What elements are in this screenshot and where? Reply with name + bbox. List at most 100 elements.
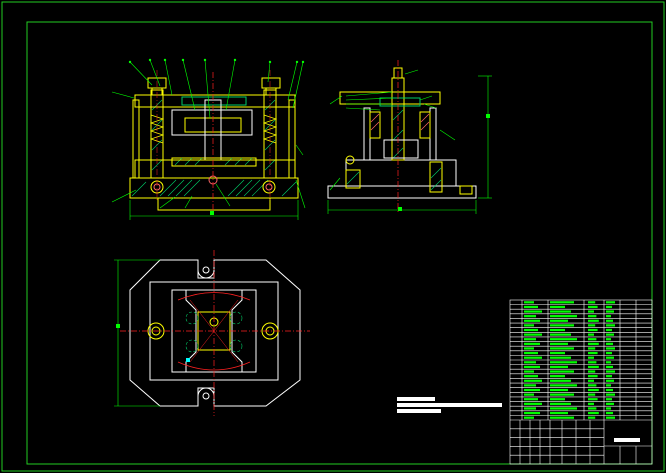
drawing-title-plate <box>614 438 640 442</box>
parts-list-cell-text <box>606 338 611 341</box>
parts-list-cell-text <box>550 416 574 419</box>
parts-list-cell-text <box>606 388 613 392</box>
parts-list-cell-text <box>550 310 571 313</box>
parts-list-cell-text <box>524 301 534 304</box>
parts-list-cell-text <box>524 398 538 401</box>
parts-list-cell-text <box>524 370 534 373</box>
parts-list-cell-text <box>588 310 594 313</box>
parts-list-cell-text <box>588 324 596 327</box>
parts-list-cell-text <box>588 361 597 364</box>
parts-list-cell-text <box>588 402 594 405</box>
parts-list-cell-text <box>588 338 597 341</box>
parts-list-cell-text <box>588 328 598 332</box>
parts-list-cell-text <box>550 365 568 369</box>
parts-list-cell-text <box>588 365 599 369</box>
parts-list-cell-text <box>524 315 536 318</box>
parts-list-cell-text <box>550 305 565 309</box>
parts-list-cell-text <box>588 416 596 419</box>
parts-list-cell-text <box>606 384 611 387</box>
notes-block <box>397 397 502 413</box>
parts-list-cell-text <box>550 347 574 350</box>
parts-list-cell-text <box>550 342 568 345</box>
parts-list-cell-text <box>588 384 597 387</box>
parts-list-cell-text <box>550 393 574 396</box>
parts-list-cell-text <box>524 365 540 369</box>
parts-list-cell-text <box>588 393 596 396</box>
parts-list-cell-text <box>606 324 615 327</box>
parts-list-cell-text <box>524 319 540 322</box>
parts-list-cell-text <box>606 411 613 415</box>
parts-list-cell-text <box>606 351 612 355</box>
parts-list-cell-text <box>588 333 594 336</box>
parts-list-cell-text <box>606 347 615 350</box>
parts-list-cell-text <box>524 356 542 359</box>
parts-list-cell-text <box>524 333 542 336</box>
parts-list-cell-text <box>550 379 571 382</box>
parts-list-cell-text <box>606 393 615 396</box>
parts-list-text <box>524 301 615 419</box>
parts-list-cell-text <box>588 319 599 322</box>
parts-list-cell-text <box>524 379 542 382</box>
parts-list-cell-text <box>550 356 571 359</box>
parts-list-cell-text <box>588 315 597 318</box>
parts-list-cell-text <box>588 342 599 345</box>
parts-list-cell-text <box>550 407 577 410</box>
parts-list-cell-text <box>550 388 568 392</box>
parts-list-cell-text <box>588 347 596 350</box>
parts-list-cell-text <box>588 411 599 415</box>
parts-list-cell-text <box>550 324 574 327</box>
parts-list-cell-text <box>524 393 534 396</box>
parts-list-cell-text <box>524 324 534 327</box>
parts-list-cell-text <box>524 411 540 415</box>
parts-list-cell-text <box>606 333 614 336</box>
parts-list-cell-text <box>550 375 565 378</box>
parts-list-cell-text <box>550 328 565 332</box>
parts-list-cell-text <box>524 388 540 392</box>
parts-list-cell-text <box>550 411 568 415</box>
parts-list-cell-text <box>588 398 598 401</box>
parts-list-cell-text <box>550 361 577 364</box>
parts-list-cell-text <box>588 388 599 392</box>
parts-list-cell-text <box>550 301 574 304</box>
parts-list-cell-text <box>550 384 577 387</box>
front-view <box>111 58 306 220</box>
parts-list-cell-text <box>550 351 565 355</box>
parts-list-cell-text <box>588 351 598 355</box>
parts-list-cell-text <box>588 407 597 410</box>
parts-list-cell-text <box>588 375 598 378</box>
parts-list-cell-text <box>606 356 614 359</box>
parts-list-cell-text <box>588 301 596 304</box>
parts-list-cell-text <box>524 361 536 364</box>
parts-list-cell-text <box>606 361 611 364</box>
parts-list-cell-text <box>606 416 615 419</box>
parts-list-cell-text <box>550 338 577 341</box>
parts-list-cell-text <box>524 351 538 355</box>
parts-list-cell-text <box>524 407 536 410</box>
parts-list-cell-text <box>606 365 613 369</box>
parts-list-cell-text <box>524 347 534 350</box>
parts-list-cell-text <box>524 375 538 378</box>
parts-list-cell-text <box>606 342 613 345</box>
parts-list-cell-text <box>524 402 542 405</box>
parts-list-cell-text <box>524 305 538 309</box>
inner-frame <box>26 21 653 465</box>
parts-list-cell-text <box>524 342 540 345</box>
parts-list-cell-text <box>588 305 598 309</box>
parts-list-cell-text <box>606 305 612 309</box>
parts-list-cell-text <box>524 416 534 419</box>
parts-list-cell-text <box>550 402 571 405</box>
parts-list-cell-text <box>588 370 596 373</box>
parts-list-cell-text <box>550 333 571 336</box>
parts-list-cell-text <box>606 398 612 401</box>
parts-list-cell-text <box>606 319 613 322</box>
parts-list-cell-text <box>606 370 615 373</box>
parts-list-cell-text <box>550 319 568 322</box>
parts-list-cell-text <box>588 356 594 359</box>
parts-list-cell-text <box>606 301 615 304</box>
side-view <box>327 60 492 214</box>
parts-list-cell-text <box>524 310 542 313</box>
parts-list-cell-text <box>550 315 577 318</box>
parts-list-cell-text <box>524 338 536 341</box>
